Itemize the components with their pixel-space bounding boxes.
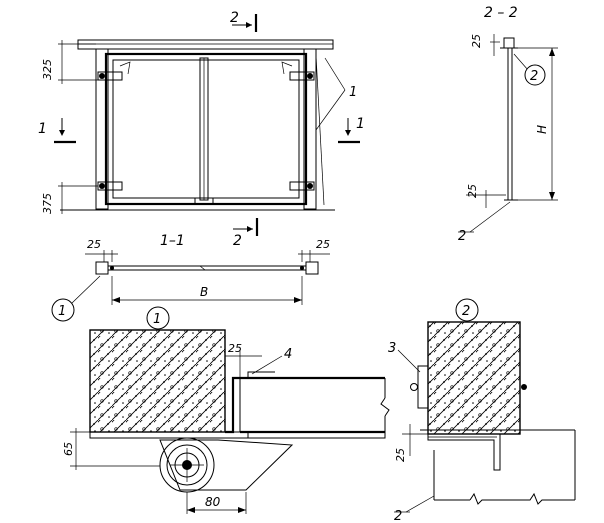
dim-height: H [535,125,549,134]
detail-1: 1 25 4 65 [62,306,390,514]
dim-section-top-25: 25 [470,34,483,48]
cut-2-bottom-label: 2 [233,233,242,249]
plan-dim-left-25: 25 [87,238,101,251]
leader-2-side-label: 2 [458,229,466,244]
detail2-dim-25: 25 [394,448,407,462]
dim-section-bottom-25: 25 [466,184,479,198]
cut-1-right-label: 1 [356,116,365,132]
detail-2: 2 3 25 2 [388,298,576,523]
leader-1-label: 1 [349,85,357,100]
detail-1-title: 1 [153,312,161,327]
dim-325: 325 [41,59,54,80]
plan-title: 1–1 [160,233,185,249]
section-2-2-title: 2 – 2 [484,5,518,21]
plan-1-1: 1–1 25 25 B 1 [51,233,330,322]
section-detail-2-label: 2 [530,69,538,84]
detail-2-title: 2 [462,304,470,319]
plan-detail-1-label: 1 [58,304,66,319]
front-elevation: 2 2 1 1 1 325 375 [38,10,365,249]
leader-3-label: 3 [388,341,396,356]
detail1-dim-80: 80 [205,495,221,509]
leader-4-label: 4 [284,347,292,362]
detail1-dim-25: 25 [228,342,242,355]
leader-2-detail-label: 2 [394,509,402,523]
dim-375: 375 [41,193,54,214]
cut-2-top-label: 2 [230,10,239,26]
plan-dim-right-25: 25 [316,238,330,251]
dim-width: B [200,285,208,299]
cut-1-left-label: 1 [38,121,47,137]
section-2-2: 2 – 2 H 25 25 2 2 [458,5,558,244]
detail1-dim-65: 65 [62,442,75,456]
